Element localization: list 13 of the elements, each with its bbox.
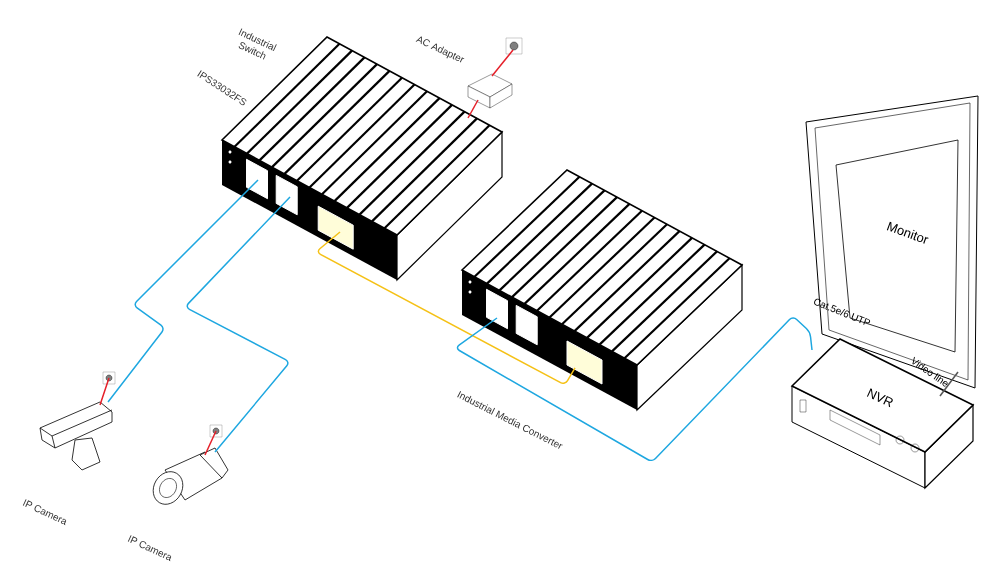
- wall-outlet-drawing: [209, 424, 223, 438]
- adapter-drawing: [467, 73, 513, 109]
- wall-outlet-drawing: [505, 37, 523, 55]
- cable: [204, 430, 217, 456]
- camera-drawing: [152, 447, 229, 505]
- cable: [491, 49, 514, 77]
- camera-drawing: [39, 401, 113, 471]
- wall-outlet-drawing: [102, 371, 116, 385]
- cable: [317, 231, 576, 384]
- cable: [186, 196, 291, 453]
- cable: [939, 371, 959, 397]
- cable: [467, 99, 479, 119]
- cable: [99, 377, 110, 406]
